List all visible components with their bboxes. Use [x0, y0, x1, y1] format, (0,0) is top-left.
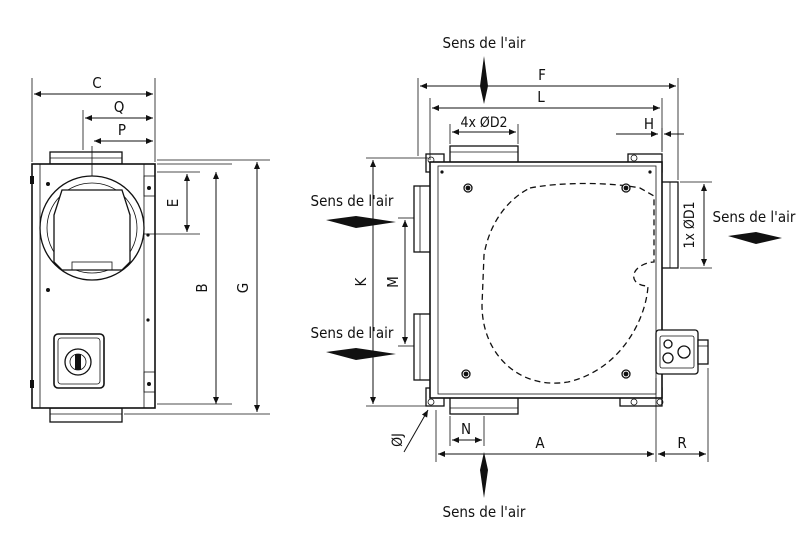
- airflow-bottom-label: Sens de l'air: [443, 503, 526, 521]
- airflow-left-upper-arrow-icon: [326, 216, 396, 228]
- airflow-bottom-arrow-icon: [480, 452, 488, 498]
- dim-K-label: K: [352, 276, 370, 286]
- bottom-spigot: [49, 407, 123, 423]
- dim-D1-label: 1x ØD1: [682, 201, 698, 248]
- airflow-top-arrow-icon: [480, 56, 488, 104]
- dim-L-label: L: [537, 88, 545, 106]
- dim-A-label: A: [535, 434, 545, 452]
- dim-C-label: C: [92, 74, 101, 92]
- airflow-left-lower-label: Sens de l'air: [311, 324, 394, 342]
- dim-Q-label: Q: [114, 98, 125, 116]
- airflow-top-label: Sens de l'air: [443, 34, 526, 52]
- dim-G-label: G: [234, 283, 252, 293]
- dim-R-label: R: [677, 434, 686, 452]
- dim-E-label: E: [164, 199, 182, 208]
- front-view: Sens de l'air: [311, 34, 796, 521]
- impeller-outline: [481, 182, 655, 384]
- dim-H-label: H: [644, 115, 654, 133]
- dim-M-label: M: [384, 276, 402, 288]
- cable-gland: [697, 339, 709, 365]
- airflow-right-arrow-icon: [728, 232, 782, 244]
- control-box: [655, 329, 699, 375]
- front-housing: [429, 161, 663, 399]
- dim-F-label: F: [538, 66, 546, 84]
- dim-N-label: N: [461, 420, 471, 438]
- airflow-left-lower-arrow-icon: [326, 348, 396, 360]
- dim-P-label: P: [118, 121, 126, 139]
- side-view: C Q P E B G: [30, 74, 270, 423]
- airflow-right-label: Sens de l'air: [713, 208, 796, 226]
- dim-B-label: B: [193, 283, 211, 292]
- dim-D2-label: 4x ØD2: [460, 115, 507, 131]
- dim-J-label: ØJ: [390, 433, 406, 447]
- airflow-left-upper-label: Sens de l'air: [311, 192, 394, 210]
